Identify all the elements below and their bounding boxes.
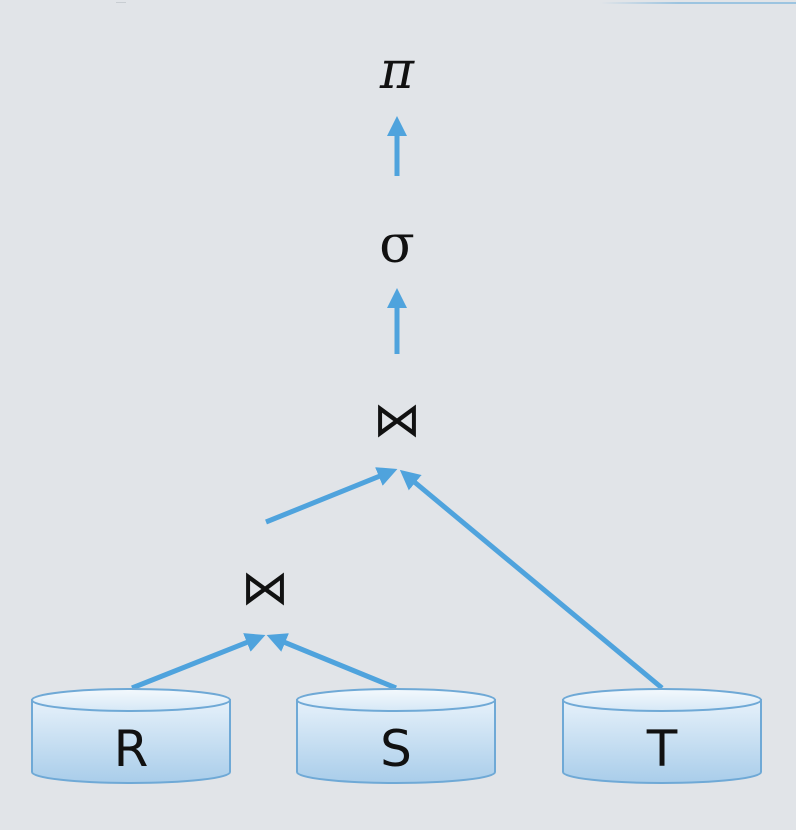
bottom-join-operator: ⋈ [241, 560, 289, 616]
selection-operator: σ [379, 215, 415, 275]
table-s-label: S [380, 720, 412, 778]
decorative-mark [116, 2, 126, 3]
arrow-t-to-top-join [399, 469, 664, 690]
arrow-bottom-join-to-top-join [265, 467, 398, 525]
projection-operator: π [379, 41, 415, 101]
table-r-label: R [114, 720, 149, 778]
decorative-top-line [600, 2, 796, 4]
table-t-cylinder: T [562, 688, 762, 784]
arrow-r-to-bottom-join [131, 633, 266, 691]
table-t-label: T [646, 720, 678, 778]
table-s-cylinder: S [296, 688, 496, 784]
table-r-cylinder: R [31, 688, 231, 784]
arrow-s-to-bottom-join [266, 633, 397, 691]
top-join-operator: ⋈ [373, 392, 421, 448]
